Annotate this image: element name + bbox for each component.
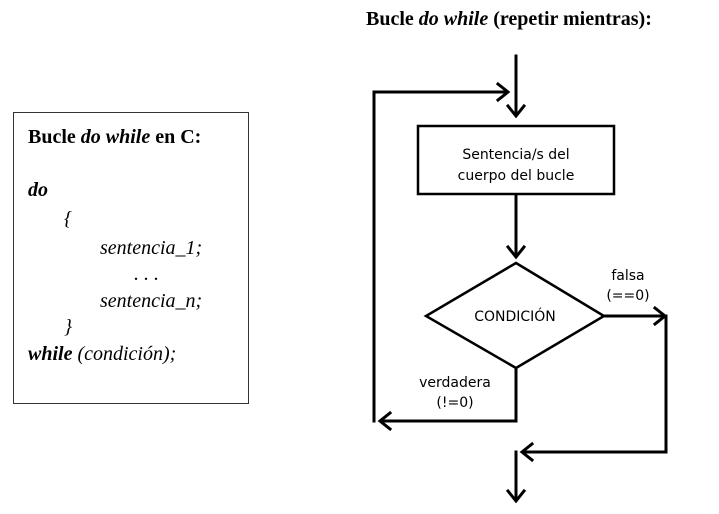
true-value: (!=0) [436, 395, 473, 411]
while-line: while (condición); [28, 343, 176, 366]
flowchart-title-suffix: (repetir mientras): [493, 8, 652, 30]
exit-final-arrow-head [505, 488, 527, 504]
exit-arrow-head [519, 441, 535, 463]
code-box: Bucle do while en C: do { sentencia_1; .… [13, 112, 249, 404]
code-box-title: Bucle do while en C: [28, 126, 201, 149]
flowchart-title: Bucle do while (repetir mientras): [366, 8, 716, 31]
code-title-keyword: do while [80, 126, 151, 148]
code-title-suffix: en C: [155, 126, 202, 148]
flowchart-title-keyword: do while [418, 8, 489, 30]
true-label: verdadera [419, 375, 491, 391]
while-condition: (condición); [77, 343, 177, 365]
condition-label: CONDICIÓN [474, 307, 556, 325]
do-keyword: do [28, 179, 48, 201]
body-to-condition-arrow-head [505, 244, 527, 260]
flowchart-title-prefix: Bucle [366, 8, 414, 30]
close-brace: } [64, 316, 72, 338]
true-branch-arrow-head [377, 410, 393, 432]
false-value: (==0) [606, 288, 649, 304]
code-title-prefix: Bucle [28, 126, 76, 148]
ellipsis: . . . [134, 263, 159, 285]
while-keyword: while [28, 343, 73, 365]
body-text-line-2: cuerpo del bucle [458, 168, 575, 184]
body-text-line-1: Sentencia/s del [462, 147, 569, 163]
true-branch-line [380, 367, 518, 423]
statement-1: sentencia_1; [100, 237, 203, 259]
loop-back-arrow-head [495, 81, 511, 103]
statement-n: sentencia_n; [100, 290, 203, 312]
false-label: falsa [611, 268, 644, 284]
entry-arrow-head [505, 103, 527, 119]
open-brace: { [64, 208, 72, 230]
